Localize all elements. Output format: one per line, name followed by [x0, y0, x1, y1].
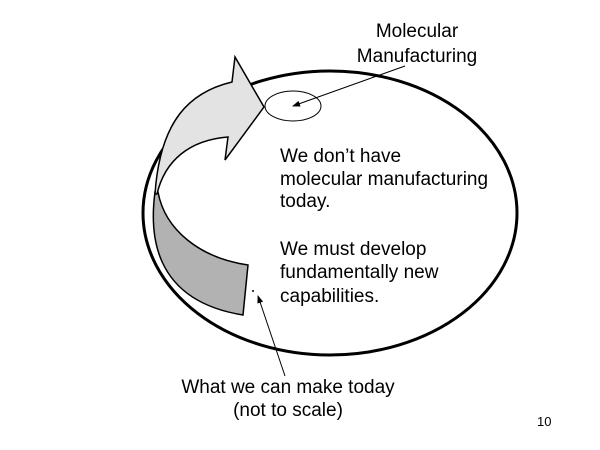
statement2-line3: capabilities.: [280, 286, 379, 307]
curved-arrow-light-part: [154, 54, 265, 195]
target-label-line2: Manufacturing: [357, 46, 477, 67]
statement1-line1: We don’t have: [280, 146, 401, 167]
current-capability-dot: [252, 290, 254, 292]
pointer-to-molecular-manufacturing: [292, 65, 406, 107]
possibility-space-ellipse: [141, 69, 519, 357]
target-label-line1: Molecular: [376, 21, 459, 42]
curved-arrow-dark-part: [152, 191, 249, 316]
current-label-line2: (not to scale): [233, 400, 343, 421]
statement1-line2: molecular manufacturing: [280, 169, 488, 190]
molecular-manufacturing-ellipse: [264, 90, 322, 122]
current-label-line1: What we can make today: [181, 377, 395, 398]
statement2-line2: fundamentally new: [280, 262, 439, 283]
statement1-line3: today.: [280, 191, 330, 212]
statement2-line1: We must develop: [280, 239, 426, 260]
page-number: 10: [537, 414, 551, 429]
pointer-to-current-capability: [257, 295, 286, 377]
